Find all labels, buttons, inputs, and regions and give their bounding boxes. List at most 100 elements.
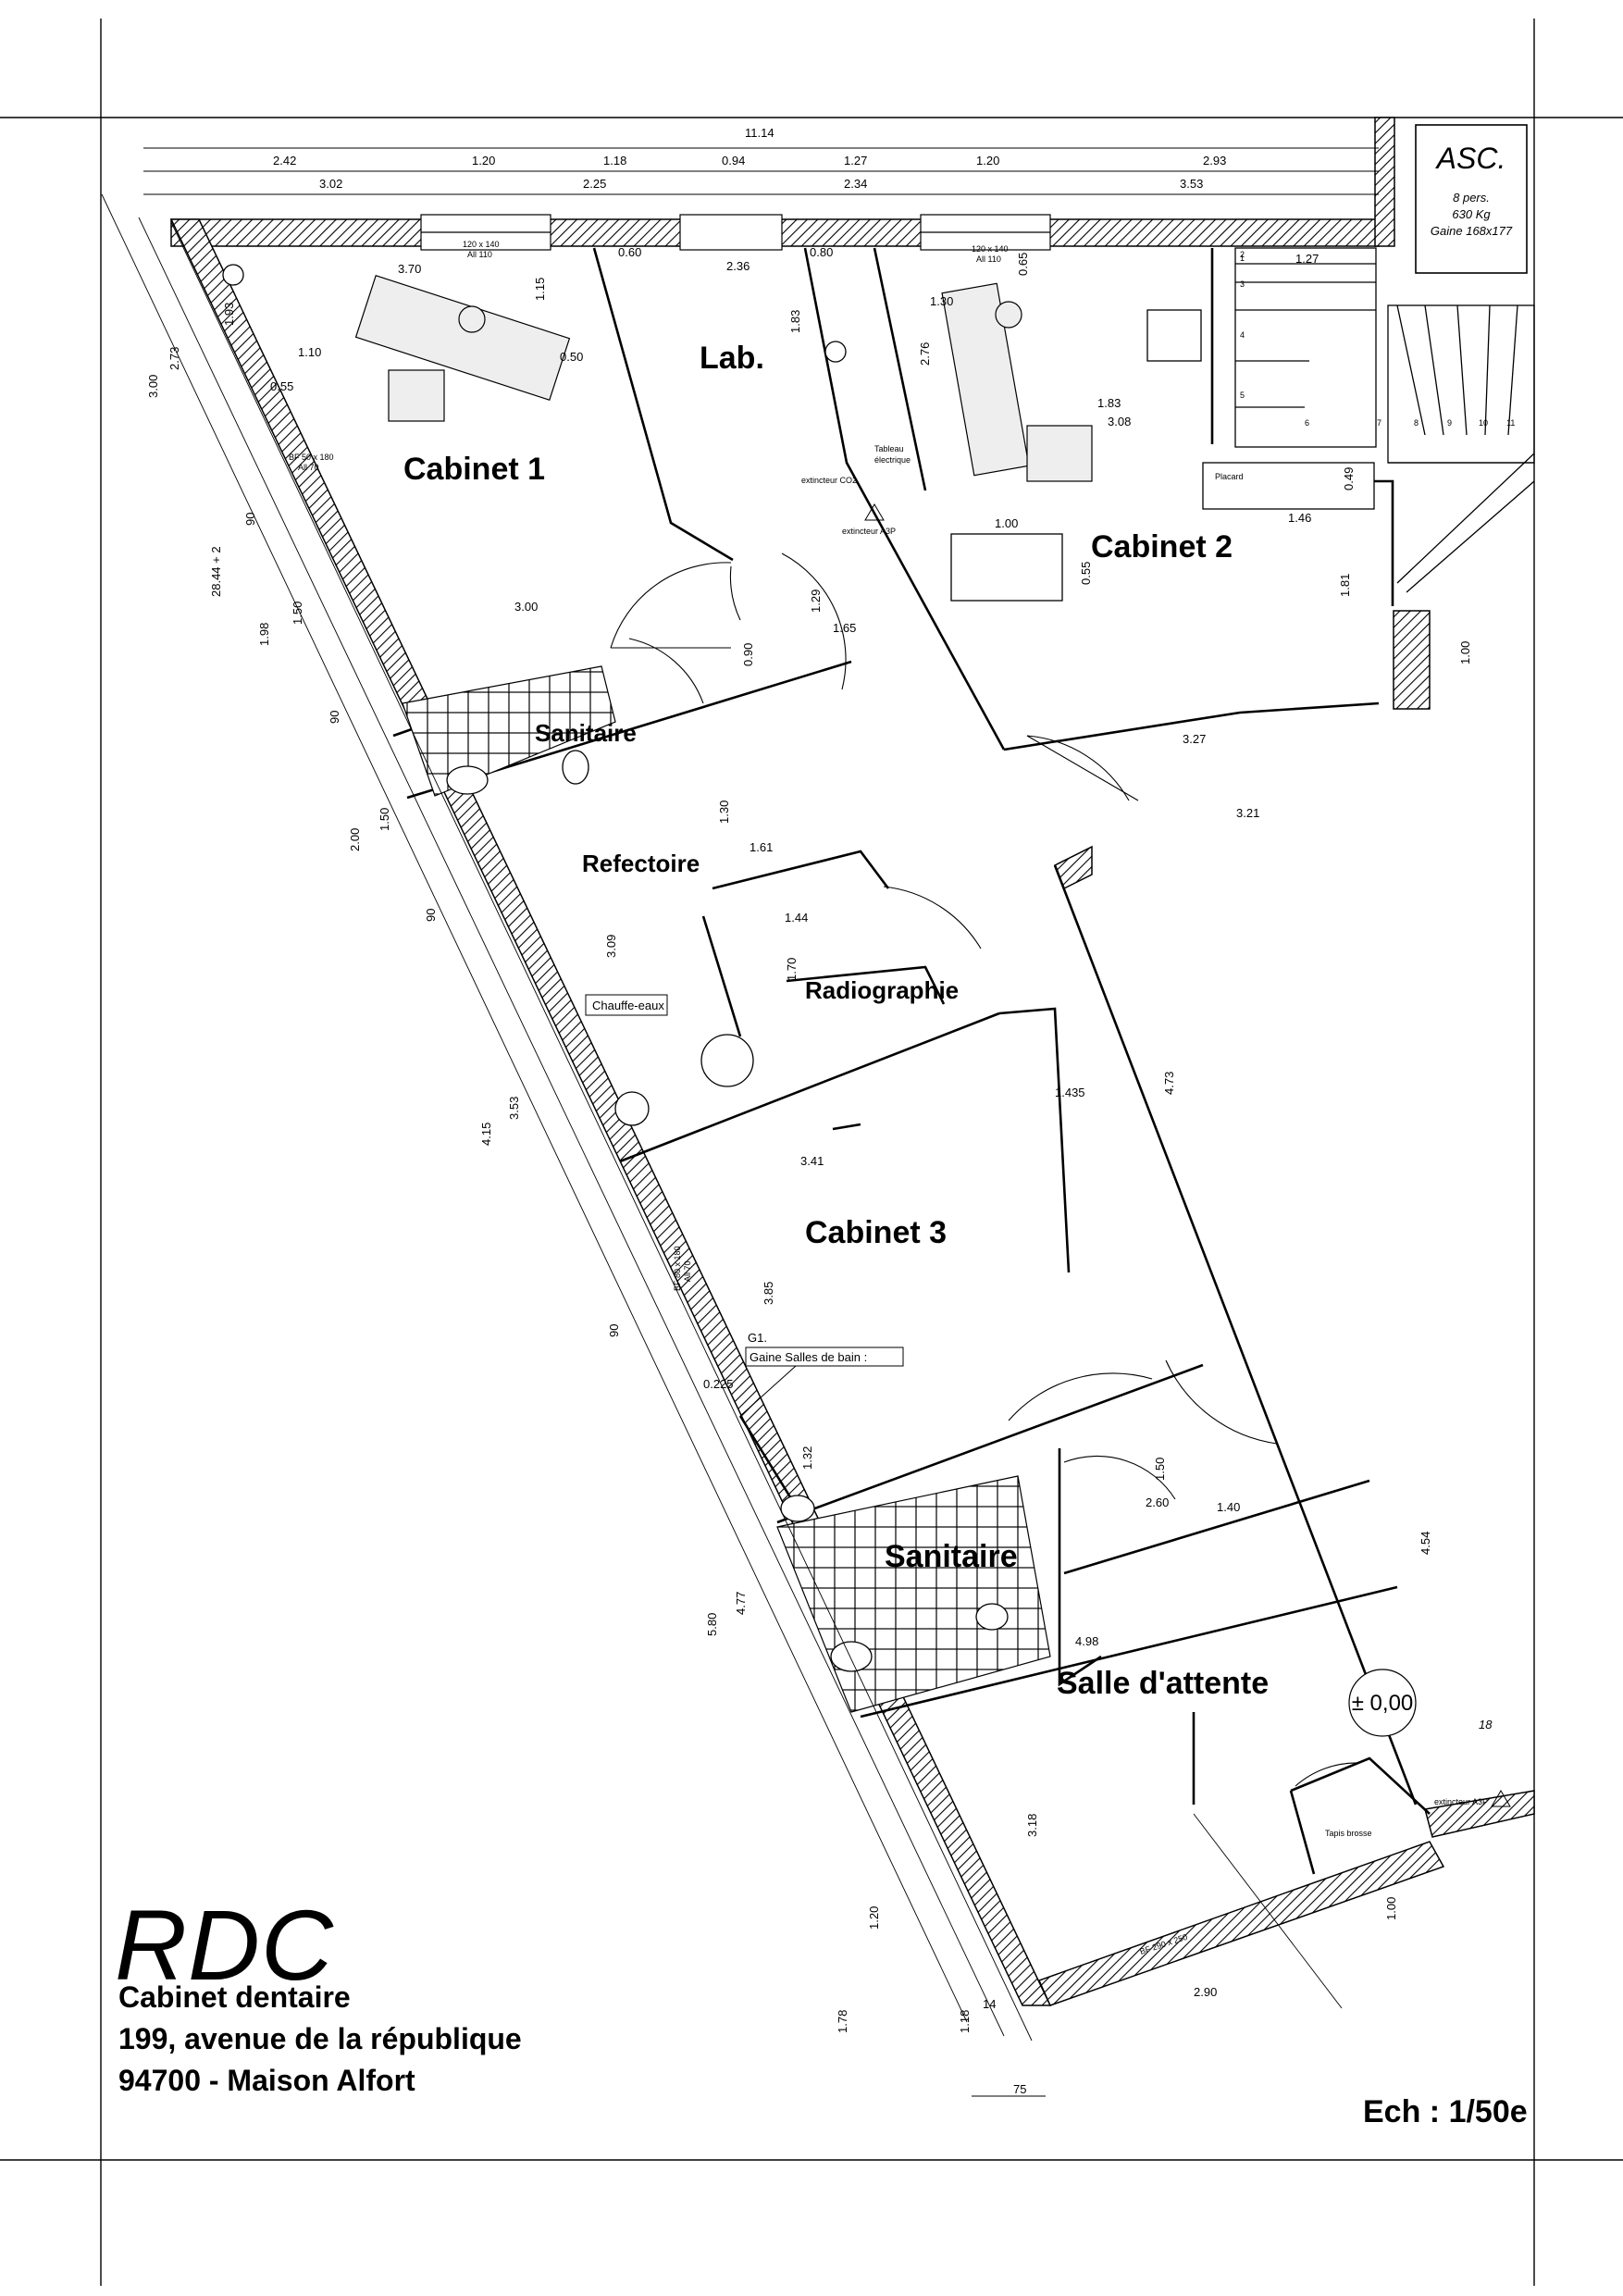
label-window-2-size: 120 x 140 bbox=[972, 244, 1009, 254]
dim-left-k: 4.15 bbox=[479, 1123, 493, 1146]
label-window-1-size: 120 x 140 bbox=[463, 240, 500, 249]
dim-corr-a: 1.29 bbox=[809, 590, 823, 613]
dim-left-e: 1.50 bbox=[291, 602, 304, 625]
dim-t1: 2.42 bbox=[273, 154, 296, 168]
room-radiographie: Radiographie bbox=[805, 976, 959, 1004]
dim-t2: 1.20 bbox=[472, 154, 495, 168]
dim-left-i: 90 bbox=[328, 711, 341, 724]
level-marker-circle bbox=[1348, 1669, 1417, 1737]
project-name: Cabinet dentaire bbox=[118, 1980, 351, 2014]
room-cabinet-3: Cabinet 3 bbox=[805, 1215, 947, 1250]
dim-sa-c: 4.54 bbox=[1419, 1532, 1432, 1555]
dim-c2-d: 3.08 bbox=[1108, 415, 1131, 428]
room-salle-attente: Salle d'attente bbox=[1057, 1666, 1269, 1701]
dim-c1-d1: 1.15 bbox=[533, 278, 547, 301]
dim-sa-a: 4.98 bbox=[1075, 1634, 1098, 1648]
dim-sa-e: 2.90 bbox=[1194, 1985, 1217, 1999]
room-labels: Cabinet 1 Lab. Cabinet 2 Sanitaire Refec… bbox=[403, 341, 1269, 1701]
dim-t6: 1.20 bbox=[976, 154, 999, 168]
drawing-scale: Ech : 1/50e bbox=[1363, 2094, 1528, 2129]
step-9: 9 bbox=[1447, 418, 1452, 428]
misc-labels: Chauffe-eaux Tableau électrique extincte… bbox=[289, 240, 1511, 1956]
dim-t3: 1.18 bbox=[603, 154, 626, 168]
extinguisher-icon-2 bbox=[1491, 1790, 1511, 1807]
dim-sa-d: 1.00 bbox=[1384, 1897, 1398, 1920]
dim-san1-w: 3.00 bbox=[514, 600, 538, 614]
dim-c2-a: 0.65 bbox=[1016, 253, 1030, 276]
dim-c1-d5: 0.50 bbox=[560, 350, 583, 364]
dim-left-c: 28.44 + 2 bbox=[209, 546, 223, 597]
dental-chair-cabinet-2 bbox=[941, 282, 1093, 482]
dim-c2-h2: 1.46 bbox=[1288, 511, 1311, 525]
label-bf-80: BF 80 x 180 bbox=[673, 1246, 682, 1291]
step-11: 11 bbox=[1506, 418, 1515, 428]
dental-chair-cabinet-1 bbox=[354, 274, 571, 422]
room-lab: Lab. bbox=[700, 341, 764, 376]
dim-left-l: 90 bbox=[607, 1324, 621, 1337]
elevator-labels: ASC. 8 pers. 630 Kg Gaine 168x177 bbox=[1431, 142, 1513, 238]
dim-c2-h: 2.76 bbox=[918, 342, 932, 366]
elevator-title: ASC. bbox=[1435, 142, 1506, 175]
step-10: 10 bbox=[1479, 418, 1488, 428]
dim-san2-a: 1.32 bbox=[800, 1446, 814, 1470]
room-sanitaire-1: Sanitaire bbox=[535, 719, 637, 747]
step-7: 7 bbox=[1377, 418, 1381, 428]
label-gaine-sdb: Gaine Salles de bain : bbox=[750, 1350, 867, 1364]
dim-left-p: 1.78 bbox=[836, 2010, 849, 2033]
dim-c2-g: 0.49 bbox=[1342, 467, 1356, 490]
dim-c3-c: 4.73 bbox=[1162, 1072, 1176, 1095]
top-dimension-lines bbox=[143, 147, 1379, 195]
label-bf-50-sill: All 70 bbox=[298, 463, 319, 472]
label-chauffe-eaux: Chauffe-eaux bbox=[592, 999, 664, 1012]
dim-san2-c: 2.60 bbox=[1146, 1496, 1169, 1509]
dim-left-q: 1.18 bbox=[958, 2010, 972, 2033]
label-tableau: Tableau bbox=[874, 444, 904, 453]
project-city: 94700 - Maison Alfort bbox=[118, 2064, 415, 2097]
dim-left-f: 90 bbox=[243, 513, 257, 526]
dim-left-s: 14 bbox=[983, 1997, 996, 2011]
dim-t4: 0.94 bbox=[722, 154, 745, 168]
step-1: 1 bbox=[1240, 254, 1245, 263]
step-6: 6 bbox=[1305, 418, 1309, 428]
label-g1: G1. bbox=[748, 1331, 767, 1345]
dim-lab-b: 0.80 bbox=[810, 245, 833, 259]
dim-rad-a: 1.435 bbox=[1055, 1086, 1085, 1099]
room-cabinet-1: Cabinet 1 bbox=[403, 452, 545, 487]
dim-c2-e: 1.00 bbox=[995, 516, 1018, 530]
fixtures bbox=[222, 264, 1375, 1672]
elevator-load: 630 Kg bbox=[1452, 207, 1491, 221]
dim-c2-c: 1.83 bbox=[1097, 396, 1121, 410]
dim-g-a: 0.225 bbox=[703, 1377, 734, 1391]
dim-c1-w: 3.70 bbox=[398, 262, 421, 276]
dim-c2-i: 1.81 bbox=[1338, 574, 1352, 597]
interior-walls bbox=[392, 247, 1431, 1875]
dim-ref-d: 1.70 bbox=[785, 958, 799, 981]
dim-ref-a: 1.30 bbox=[717, 800, 731, 824]
label-bf-80-sill: All 70 bbox=[683, 1260, 692, 1282]
dim-c3-b: 3.85 bbox=[762, 1282, 775, 1305]
label-extincteur-co2: extincteur CO2 bbox=[801, 476, 857, 485]
dim-ref-c: 1.44 bbox=[785, 911, 808, 925]
step-4: 4 bbox=[1240, 330, 1245, 340]
dim-left-b: 3.00 bbox=[146, 375, 160, 398]
dim-corr-c: 0.90 bbox=[741, 643, 755, 666]
dim-top-total: 11.14 bbox=[745, 126, 774, 140]
label-extincteur-a3p: extincteur A3P bbox=[842, 527, 896, 536]
dim-t7: 2.93 bbox=[1203, 154, 1226, 168]
step-8: 8 bbox=[1414, 418, 1419, 428]
elevator-shaft: Gaine 168x177 bbox=[1431, 224, 1513, 238]
label-placard: Placard bbox=[1215, 472, 1244, 481]
dim-left-g: 1.50 bbox=[378, 808, 391, 831]
label-electrique: électrique bbox=[874, 455, 911, 465]
dim-c2-j: 1.00 bbox=[1458, 641, 1472, 664]
dim-corr-b: 1.65 bbox=[833, 621, 856, 635]
label-level-mark: ± 0,00 bbox=[1352, 1691, 1414, 1716]
project-street: 199, avenue de la république bbox=[118, 2022, 522, 2055]
dim-left-o: 1.20 bbox=[867, 1906, 881, 1930]
dim-left-n: 5.80 bbox=[705, 1613, 719, 1636]
stair-step-numbers: 1 2 3 4 5 6 7 8 9 10 11 bbox=[1240, 250, 1515, 428]
exterior-walls bbox=[169, 117, 1535, 2006]
label-window-1-sill: All 110 bbox=[467, 250, 492, 259]
dim-left-r: 75 bbox=[1013, 2082, 1026, 2096]
